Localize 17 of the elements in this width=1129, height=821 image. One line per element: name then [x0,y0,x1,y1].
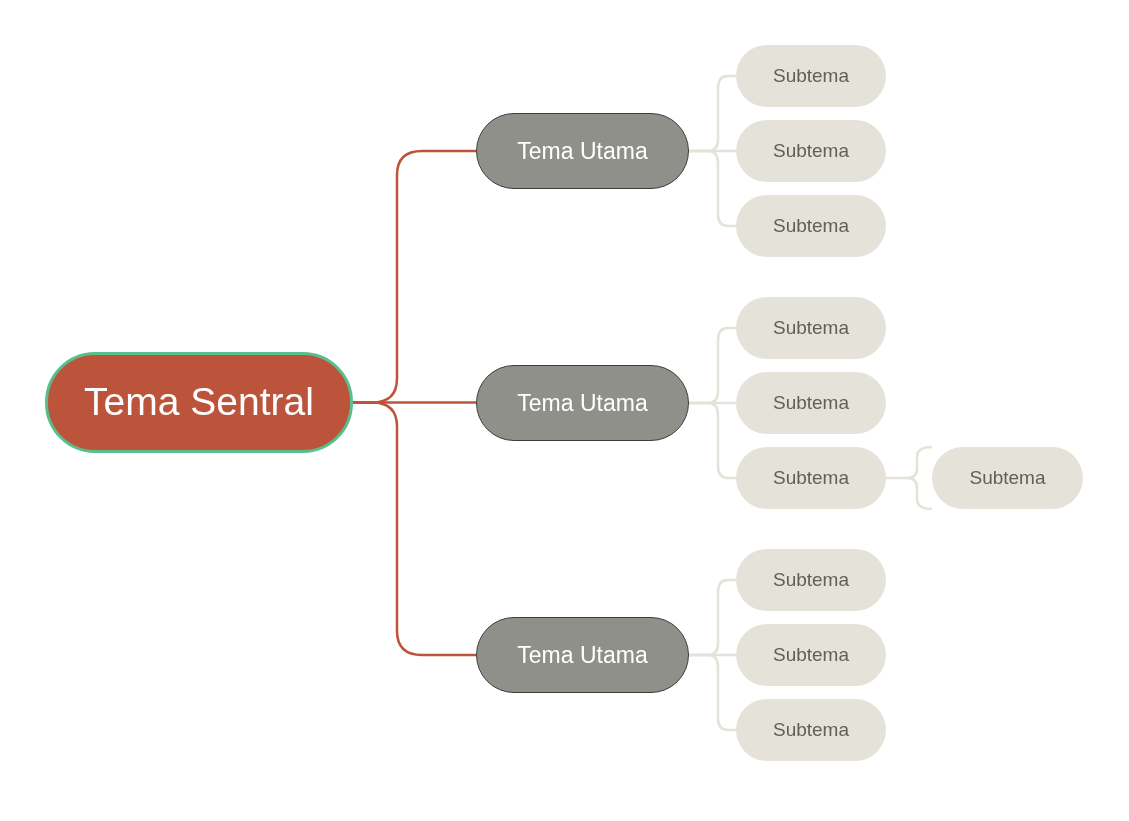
subtopic-label: Subtema [772,466,849,490]
subtopic-label: Subtema [772,64,849,88]
main-topic-label: Tema Utama [517,640,648,670]
subtopic-label: Subtema [772,643,849,667]
central-topic-label: Tema Sentral [84,379,314,426]
subtopic-label: Subtema [772,316,849,340]
brace-connector [884,445,934,511]
subtopic-label: Subtema [772,214,849,238]
subtopic-pill [932,447,1083,509]
main-topic-label: Tema Utama [517,388,648,418]
subtopic-label: Subtema [772,568,849,592]
subtopic-label: Subtema [969,466,1046,490]
brace-connector [353,401,476,657]
main-topic-label: Tema Utama [517,136,648,166]
subtopic-label: Subtema [772,139,849,163]
subtopic-label: Subtema [772,391,849,415]
subtopic-label: Subtema [772,718,849,742]
